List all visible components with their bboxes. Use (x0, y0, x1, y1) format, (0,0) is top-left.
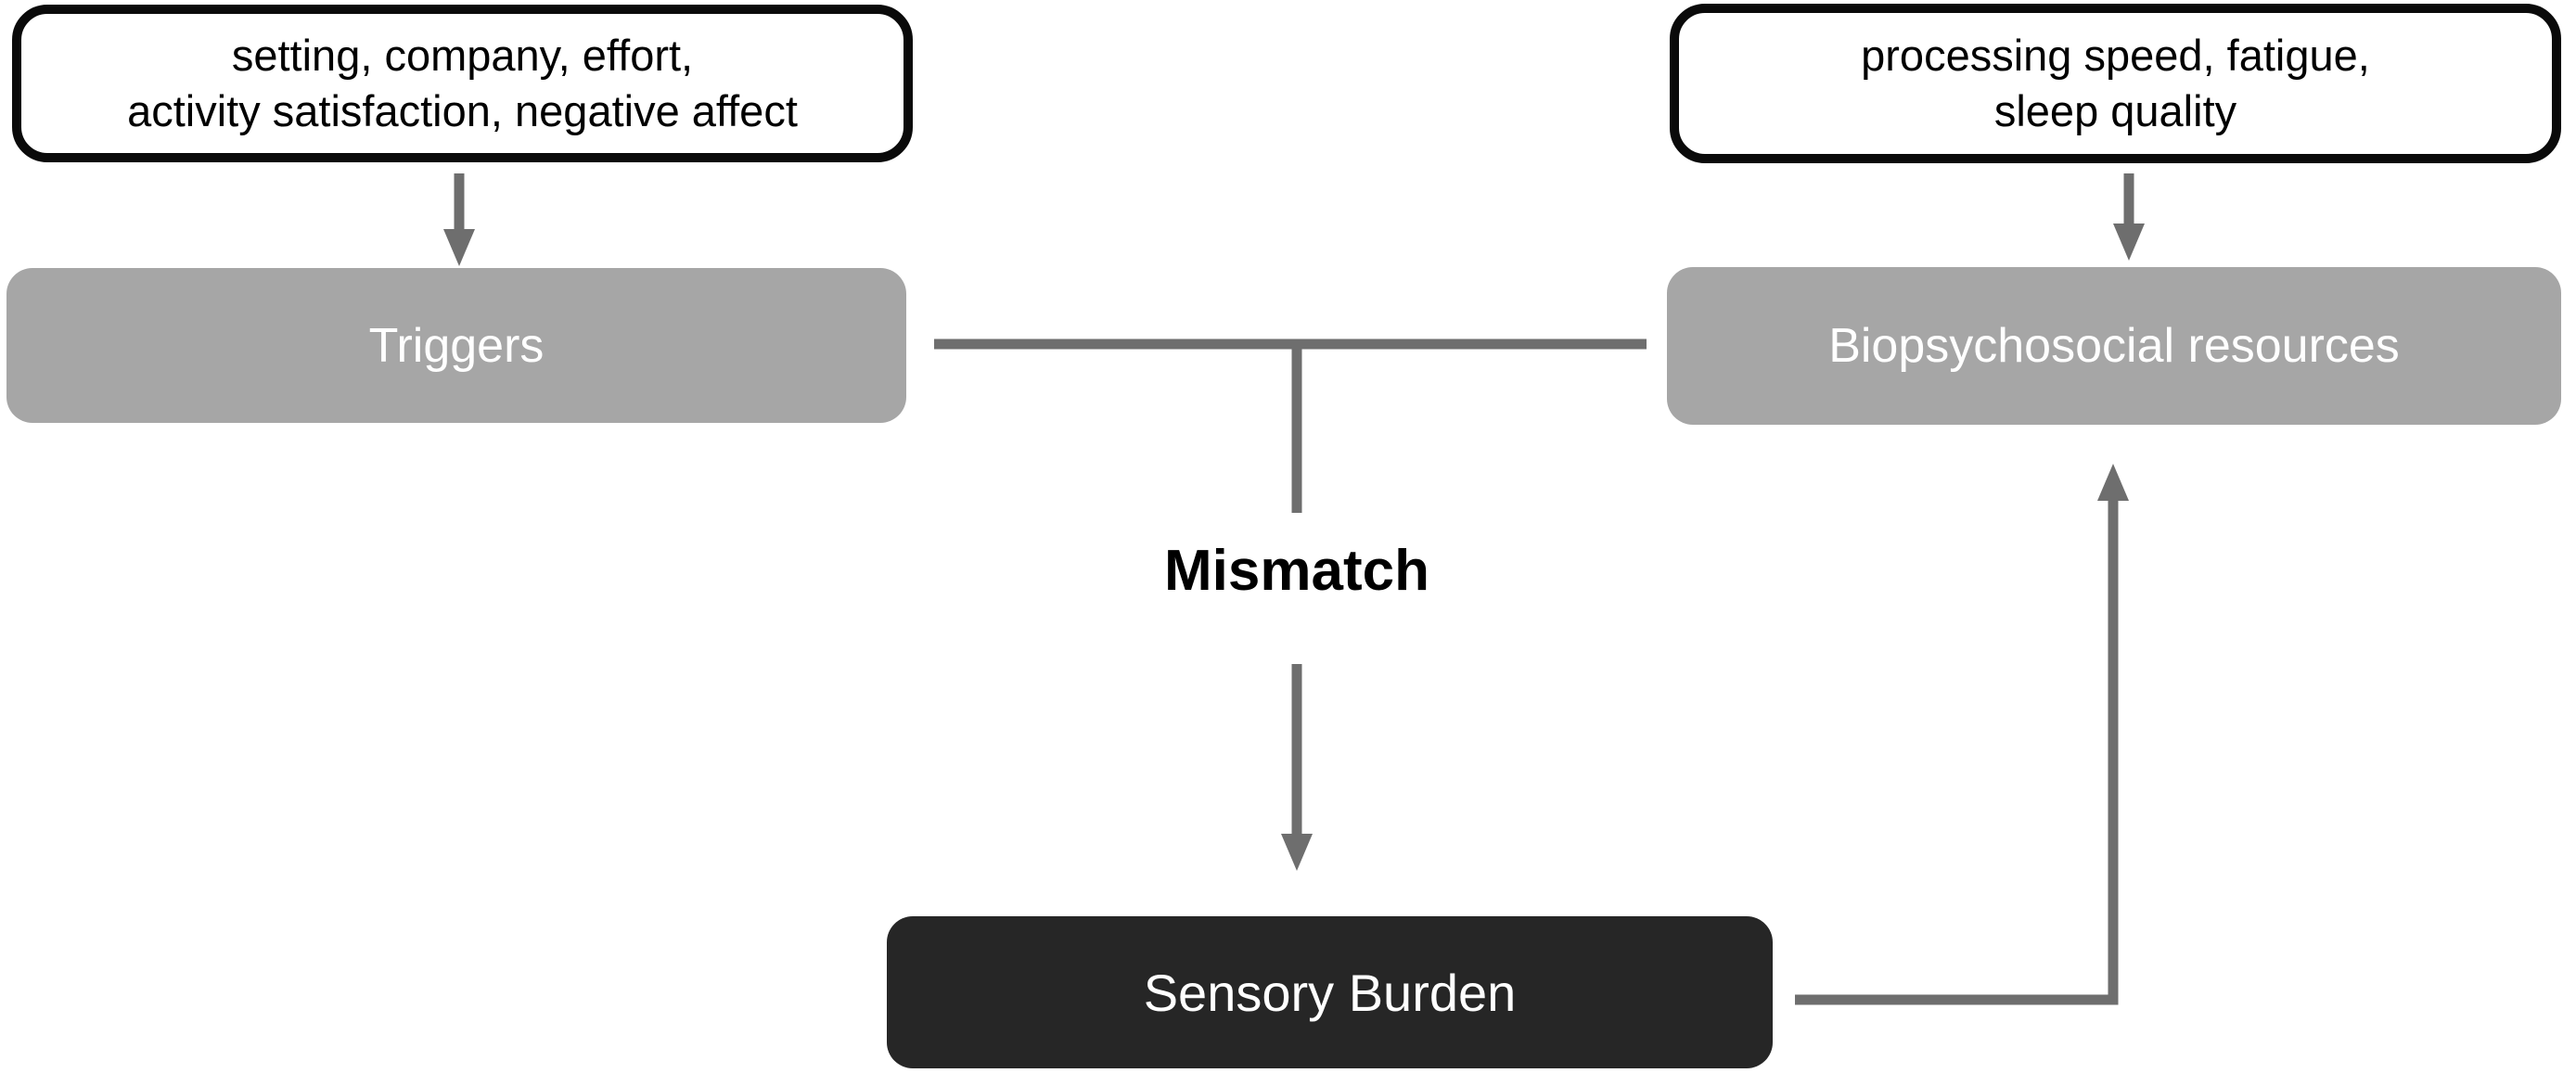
arrow-mismatch-to-burden-head-icon (1281, 834, 1313, 871)
triggers-label: Triggers (368, 318, 545, 373)
arrow-trigger-factors-head-icon (443, 229, 475, 266)
resource-factors-line1: processing speed, fatigue, (1861, 30, 2370, 80)
trigger-factors-line2: activity satisfaction, negative affect (127, 86, 798, 135)
trigger-factors-text: setting, company, effort, activity satis… (127, 28, 798, 139)
arrow-burden-to-resources-head-icon (2097, 464, 2129, 501)
mismatch-label: Mismatch (1164, 539, 1429, 603)
node-resource-factors: processing speed, fatigue, sleep quality (1670, 4, 2561, 163)
node-sensory-burden: Sensory Burden (887, 916, 1773, 1068)
node-triggers: Triggers (6, 268, 906, 423)
arrow-resource-factors-head-icon (2113, 224, 2145, 261)
resource-factors-line2: sleep quality (1993, 86, 2237, 135)
trigger-factors-line1: setting, company, effort, (231, 30, 694, 80)
resources-label: Biopsychosocial resources (1828, 319, 2400, 373)
node-trigger-factors: setting, company, effort, activity satis… (12, 5, 913, 162)
node-resources: Biopsychosocial resources (1667, 267, 2561, 425)
arrow-burden-to-resources-shaft (1795, 501, 2119, 1005)
resource-factors-text: processing speed, fatigue, sleep quality (1861, 28, 2370, 139)
sensory-burden-label: Sensory Burden (1143, 963, 1517, 1022)
